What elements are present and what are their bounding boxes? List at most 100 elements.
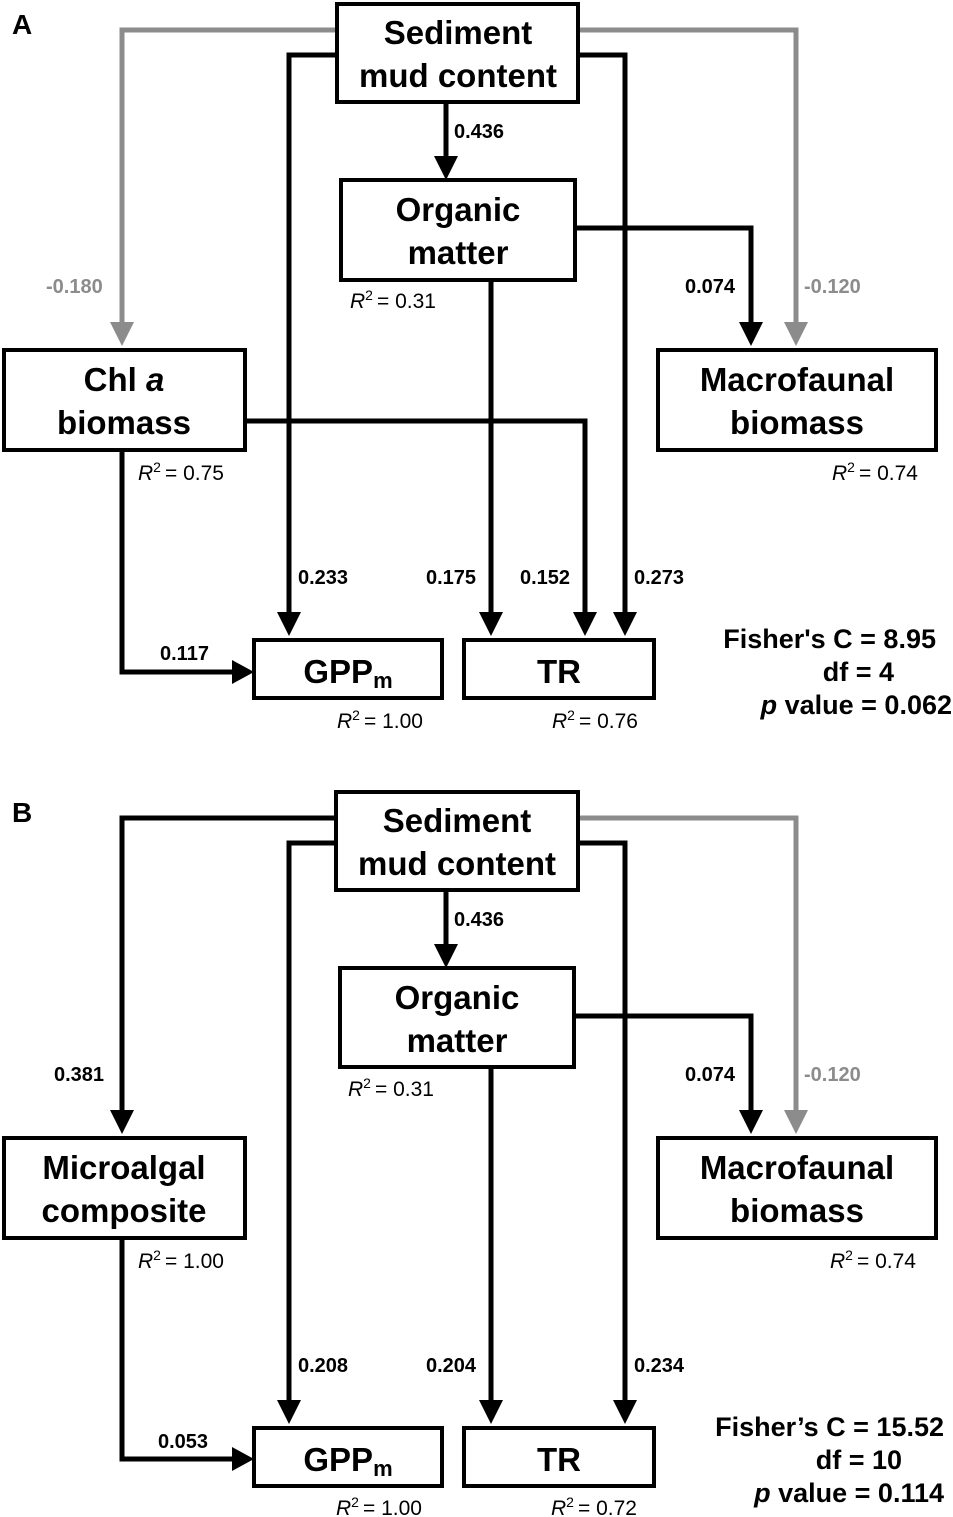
arrow-a-chl-gpp xyxy=(119,450,238,675)
node-b-gpp-label: GPPm xyxy=(303,1441,392,1481)
arrow-a-org-macro xyxy=(575,225,754,330)
node-b-gpp-main: GPP xyxy=(303,1441,373,1478)
r2-b-macro: R2= 0.74 xyxy=(830,1247,916,1273)
node-a-gpp xyxy=(252,638,444,700)
node-a-gpp-label: GPPm xyxy=(303,653,392,693)
panel-a: A Sediment mud content Organic xyxy=(2,2,952,733)
coef-a-sed-macro: -0.120 xyxy=(804,276,861,298)
coef-b-org-macro: 0.074 xyxy=(685,1064,736,1086)
coef-a-sed-gpp: 0.233 xyxy=(298,567,348,589)
coef-b-sed-tr: 0.234 xyxy=(634,1355,685,1377)
node-b-macro-line1: Macrofaunal xyxy=(700,1149,894,1186)
arrowhead-a-chl-tr xyxy=(573,612,597,636)
coef-a-sed-chl: -0.180 xyxy=(46,276,103,298)
node-b-tr-label: TR xyxy=(537,1441,581,1478)
node-a-macro xyxy=(656,348,938,452)
node-a-tr-label: TR xyxy=(537,653,581,690)
arrowhead-a-sed-chl xyxy=(110,322,134,346)
arrowhead-b-org-macro xyxy=(739,1110,763,1134)
r2-b-organic: R2= 0.31 xyxy=(348,1075,434,1101)
arrow-a-chl-tr xyxy=(245,418,588,620)
panel-a-label: A xyxy=(12,9,32,40)
coef-a-org-tr: 0.175 xyxy=(426,567,476,589)
r2-a-gpp: R2= 1.00 xyxy=(337,707,423,733)
arrowhead-a-sed-org xyxy=(434,156,458,180)
r2-a-chl: R2= 0.75 xyxy=(138,459,224,485)
node-a-organic-line1: Organic xyxy=(396,191,521,228)
node-b-gpp-sub: m xyxy=(373,1456,393,1481)
arrowhead-b-org-tr xyxy=(479,1400,503,1424)
r2-a-macro: R2= 0.74 xyxy=(832,459,918,485)
stats-b-df: df = 10 xyxy=(816,1445,902,1475)
coef-a-chl-gpp: 0.117 xyxy=(160,643,209,665)
stats-b-fisher: Fisher’s C = 15.52 xyxy=(715,1412,944,1442)
arrowhead-a-org-macro xyxy=(739,322,763,346)
arrowhead-a-org-tr xyxy=(479,612,503,636)
r2-b-tr: R2= 0.72 xyxy=(551,1494,637,1517)
coef-b-micro-gpp: 0.053 xyxy=(158,1431,208,1453)
arrowhead-b-sed-macro xyxy=(784,1110,808,1134)
node-b-macro xyxy=(656,1136,938,1240)
node-a-organic-line2: matter xyxy=(408,234,509,271)
arrow-a-sed-macro xyxy=(578,27,799,330)
coef-b-sed-gpp: 0.208 xyxy=(298,1355,348,1377)
arrow-b-sed-tr xyxy=(578,840,628,1408)
arrow-b-org-macro xyxy=(574,1013,754,1118)
arrow-b-sed-gpp xyxy=(286,840,336,1408)
coef-a-org-macro: 0.074 xyxy=(685,276,736,298)
node-b-sediment xyxy=(334,790,580,892)
panel-b-label: B xyxy=(12,797,32,828)
arrow-a-sed-chl xyxy=(119,27,337,330)
r2-b-micro: R2= 1.00 xyxy=(138,1247,224,1273)
node-b-micro-line1: Microalgal xyxy=(42,1149,205,1186)
node-b-organic-line1: Organic xyxy=(395,979,520,1016)
arrow-b-sed-macro xyxy=(578,815,799,1118)
arrow-a-sed-tr xyxy=(578,52,628,620)
arrowhead-b-sed-micro xyxy=(110,1110,134,1134)
node-b-tr xyxy=(462,1426,656,1488)
arrow-b-micro-gpp xyxy=(119,1238,238,1462)
node-a-chl-line1: Chl a xyxy=(84,361,165,398)
node-a-gpp-main: GPP xyxy=(303,653,373,690)
coef-b-sed-org: 0.436 xyxy=(454,909,504,931)
stats-a-p: p value = 0.062 xyxy=(760,690,952,720)
node-b-sediment-line1: Sediment xyxy=(383,802,532,839)
arrow-b-sed-micro xyxy=(119,815,336,1118)
node-a-sediment-line2: mud content xyxy=(359,57,557,94)
node-a-chl xyxy=(2,348,247,452)
arrowhead-b-sed-org xyxy=(434,944,458,968)
arrowhead-b-sed-gpp xyxy=(277,1400,301,1424)
node-a-tr xyxy=(462,638,656,700)
coef-b-org-tr: 0.204 xyxy=(426,1355,477,1377)
stats-a-fisher: Fisher's C = 8.95 xyxy=(723,624,936,654)
node-b-organic xyxy=(338,966,576,1069)
coef-a-sed-org: 0.436 xyxy=(454,121,504,143)
coef-b-sed-micro: 0.381 xyxy=(54,1064,104,1086)
arrowhead-a-chl-gpp xyxy=(232,660,254,684)
node-b-sediment-line2: mud content xyxy=(358,845,556,882)
r2-a-organic: R2= 0.31 xyxy=(350,287,436,313)
node-b-macro-line2: biomass xyxy=(730,1192,864,1229)
arrowhead-b-sed-tr xyxy=(613,1400,637,1424)
node-a-macro-line1: Macrofaunal xyxy=(700,361,894,398)
stats-b-p: p value = 0.114 xyxy=(753,1478,944,1508)
coef-a-chl-tr: 0.152 xyxy=(520,567,570,589)
node-a-sediment xyxy=(335,2,580,104)
node-a-gpp-sub: m xyxy=(373,668,393,693)
panel-b: B Sediment mud content Organic matter xyxy=(2,790,944,1517)
stats-a-df: df = 4 xyxy=(823,657,894,687)
node-b-organic-line2: matter xyxy=(407,1022,508,1059)
node-a-macro-line2: biomass xyxy=(730,404,864,441)
arrowhead-a-sed-tr xyxy=(613,612,637,636)
arrowhead-b-micro-gpp xyxy=(232,1447,254,1471)
r2-a-tr: R2= 0.76 xyxy=(552,707,638,733)
arrowhead-a-sed-macro xyxy=(784,322,808,346)
node-a-organic xyxy=(339,178,577,282)
arrow-a-sed-gpp xyxy=(286,52,337,620)
coef-b-sed-macro: -0.120 xyxy=(804,1064,861,1086)
node-b-gpp xyxy=(252,1426,444,1488)
node-b-micro xyxy=(2,1136,247,1240)
r2-b-gpp: R2= 1.00 xyxy=(336,1494,422,1517)
node-a-sediment-line1: Sediment xyxy=(384,14,533,51)
